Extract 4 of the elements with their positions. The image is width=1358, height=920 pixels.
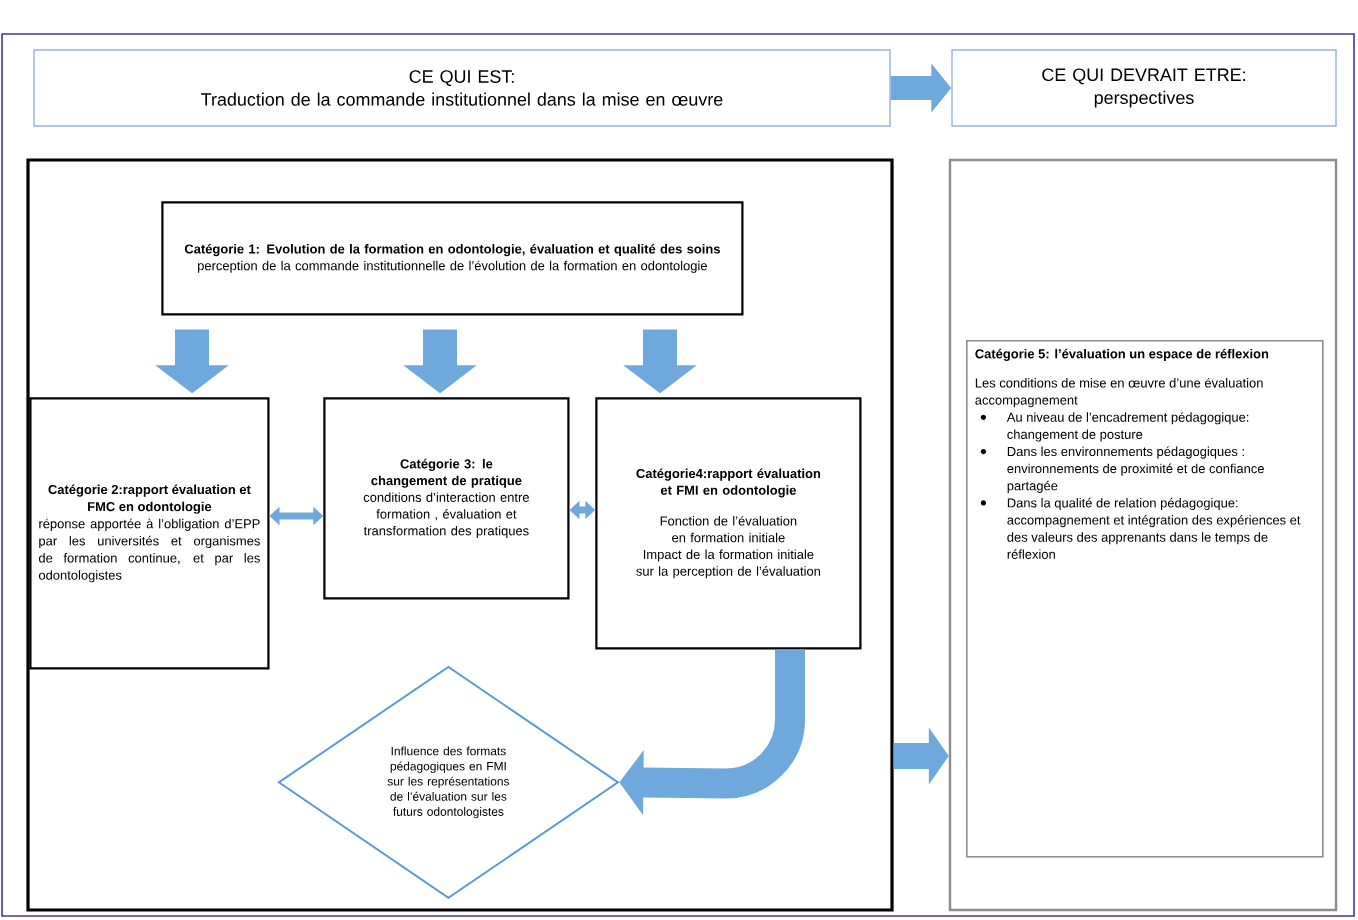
header-box: CE QUI EST: Traduction de la commande institutionnel dans la mise en œuvre: [33, 49, 891, 127]
panel-frame: [948, 158, 1338, 912]
panel-frame: [26, 158, 894, 912]
header-box: CE QUI DEVRAIT ETRE: perspectives: [951, 49, 1337, 127]
